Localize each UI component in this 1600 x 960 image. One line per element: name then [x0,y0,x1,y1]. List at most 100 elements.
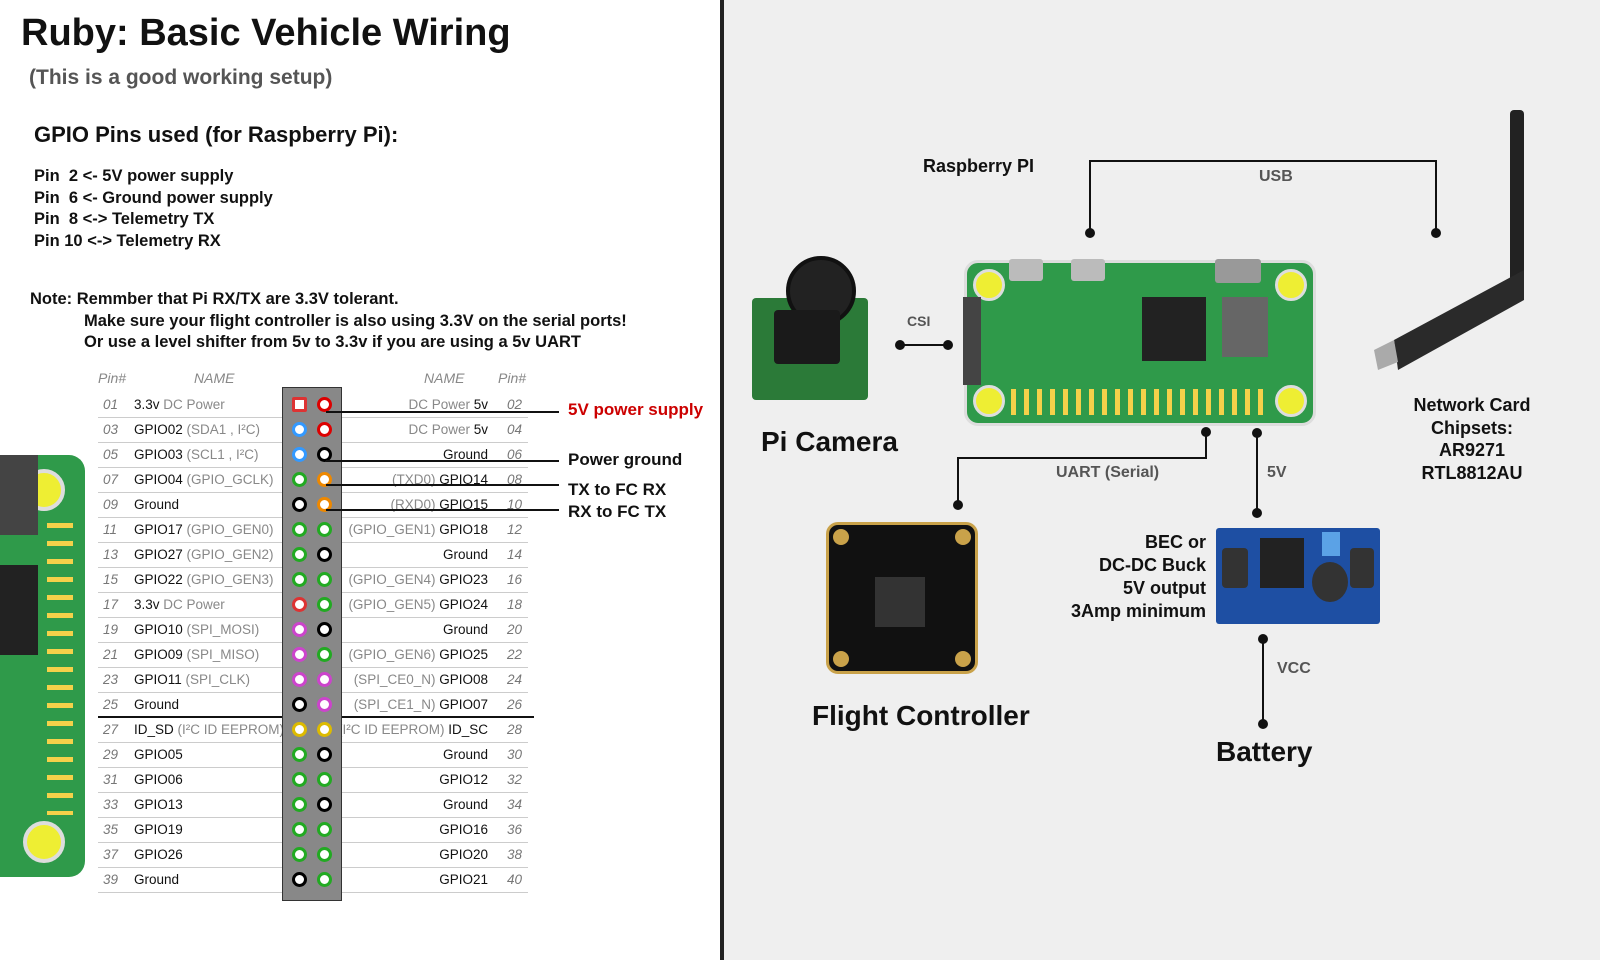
callout-power-ground: Power ground [568,450,683,469]
pin-name: GPIO16 [298,822,488,837]
pin-marker-icon [292,672,307,687]
pin-name-sub: (GPIO_GEN6) [348,647,440,662]
pin-name-sub: (SPI_MISO) [182,647,260,662]
bec-line: DC-DC Buck [1098,555,1206,575]
usb-dongle-icon [1394,270,1524,370]
pin-name: Ground [298,747,488,762]
pin-name-sub: (RXD0) [390,497,440,512]
vcc-wire [1262,638,1264,724]
pin-name-main: Ground [442,447,488,462]
header-name: NAME [194,370,235,386]
pin-number: 27 [103,722,119,737]
pin-name-sub: (GPIO_GEN4) [348,572,440,587]
mount-hole-icon [973,269,1005,301]
gpio-info-panel: Ruby: Basic Vehicle Wiring (This is a go… [0,0,720,960]
pin-marker-icon [317,622,332,637]
note-line: Make sure your flight controller is also… [84,311,627,330]
pin-number: 16 [506,572,522,587]
pin-number: 33 [103,797,119,812]
pin-marker-icon [292,797,307,812]
pin-name-main: Ground [442,797,488,812]
usb-wire [1089,160,1437,162]
pin-marker-icon [292,647,307,662]
pin-name-sub: (SPI_MOSI) [182,622,260,637]
pin-name: (RXD0) GPIO15 [298,497,488,512]
pin-name-sub: (I²C ID EEPROM) [173,722,285,737]
callout-tx: TX to FC RX [568,480,667,499]
pin-name: GPIO03 (SCL1 , I²C) [134,447,378,462]
pin-name-main: GPIO25 [439,647,488,662]
pin-marker-icon [317,672,332,687]
voltage-note: Note: Remmber that Pi RX/TX are 3.3V tol… [30,289,627,354]
network-card-line: AR9271 [1438,440,1506,460]
pin-marker-icon [317,822,332,837]
pin-number: 03 [103,422,119,437]
pi-board-image [0,455,85,877]
pin-marker-icon [317,472,332,487]
pin-name-sub: (SPI_CLK) [181,672,251,687]
pin-name: (GPIO_GEN4) GPIO23 [298,572,488,587]
pin-name: 3.3v DC Power [134,397,378,412]
gpio-header-strip [282,387,342,901]
pin-number: 20 [506,622,522,637]
wire-terminal [943,340,953,350]
pin-marker-icon [292,547,307,562]
camera-housing-icon [774,310,840,364]
pin-number: 40 [506,872,522,887]
label-raspberry-pi: Raspberry PI [923,156,1035,176]
label-pi-camera: Pi Camera [761,426,898,457]
page-title: Ruby: Basic Vehicle Wiring [21,12,511,54]
hdmi-port-icon [1215,259,1261,283]
gpio-heading: GPIO Pins used (for Raspberry Pi): [34,122,399,147]
pin-name: GPIO22 (GPIO_GEN3) [134,572,378,587]
pin-marker-icon [292,697,307,712]
usb-wire [1435,160,1437,233]
csi-wire [900,344,948,346]
pin-number: 07 [103,472,119,487]
pin-name-main: GPIO21 [439,872,488,887]
bec-line: 3Amp minimum [1070,601,1206,621]
pin-name: GPIO20 [298,847,488,862]
pin-number: 12 [506,522,522,537]
pin-name-main: GPIO15 [439,497,488,512]
pin-name: 3.3v DC Power [134,597,378,612]
pin-name-main: GPIO18 [439,522,488,537]
label-bec: BEC or DC-DC Buck 5V output 3Amp minimum [1040,531,1206,623]
wire-terminal [1252,428,1262,438]
pin-number: 34 [506,797,522,812]
pin-name: Ground [298,447,488,462]
pin-marker-icon [317,422,332,437]
pin-name: GPIO09 (SPI_MISO) [134,647,378,662]
pin-used-item: Pin 2 <- 5V power supply [34,167,234,185]
pin-name: GPIO21 [298,872,488,887]
pin-name-sub: (TXD0) [391,472,440,487]
pin-marker-icon [292,572,307,587]
pin-name: (GPIO_GEN5) GPIO24 [298,597,488,612]
pin-name-sub: (GPIO_GEN5) [348,597,440,612]
pin-number: 26 [506,697,522,712]
soc-chip-icon [1142,297,1206,361]
pin-marker-icon [292,497,307,512]
pin-name-main: GPIO26 [134,847,183,862]
pin-name-main: Ground [442,547,488,562]
uart-wire [1205,430,1207,458]
pin-marker-icon [317,772,332,787]
pin-name-main: Ground [134,872,180,887]
label-battery: Battery [1216,736,1313,767]
pin-number: 02 [506,397,522,412]
callout-line [326,484,559,486]
pin-marker-icon [292,872,307,887]
pin-name-main: GPIO09 [134,647,183,662]
pin-number: 15 [103,572,119,587]
pin-marker-icon [292,772,307,787]
wire-terminal [1258,719,1268,729]
inductor-icon [1312,562,1348,602]
page-subtitle: (This is a good working setup) [29,66,333,89]
wire-terminal [895,340,905,350]
gpio-header-icon [47,515,73,815]
wire-terminal [1431,228,1441,238]
pin-number: 30 [506,747,522,762]
raspberry-pi-board [963,259,1316,426]
